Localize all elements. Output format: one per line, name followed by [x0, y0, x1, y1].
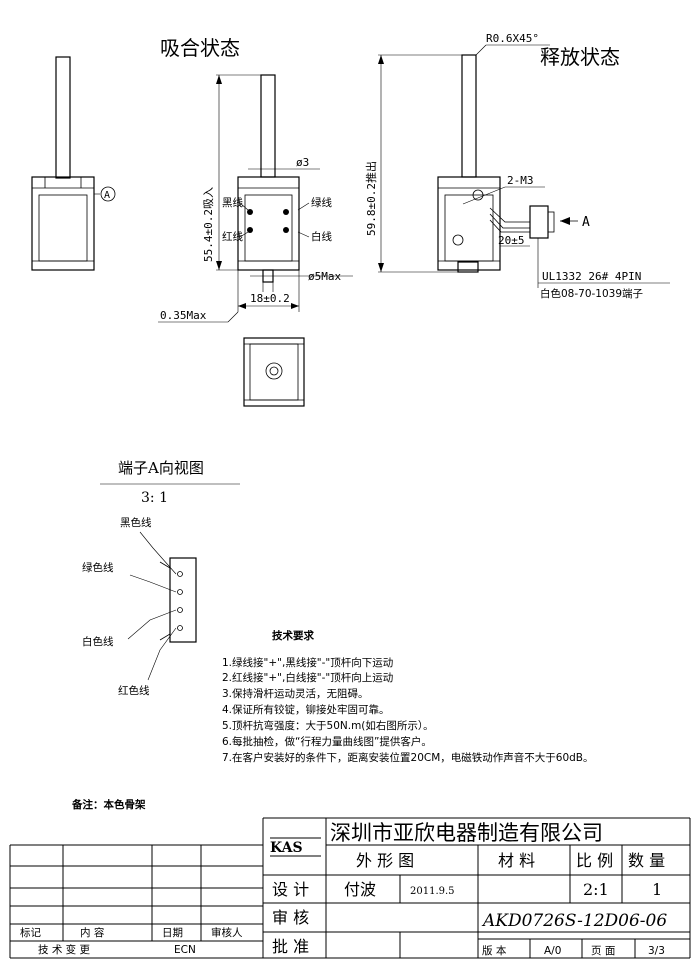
header-qty: 数 量 [628, 851, 665, 870]
header-scale: 比 例 [576, 851, 613, 870]
company-name: 深圳市亚欣电器制造有限公司 [330, 821, 603, 845]
title-block: 标记 内 容 日期 审核人 技 术 变 更 ECN KAS 深圳市亚欣电器制造有… [9, 817, 691, 959]
cable-spec: UL1332 26# 4PIN [542, 270, 641, 283]
closed-state-view: 吸合状态 黑线 红线 绿线 白线 ø3 55.4±0.2吸入 [158, 36, 353, 323]
closed-state-title: 吸合状态 [160, 36, 240, 60]
dim-screw: 2-M3 [507, 174, 534, 187]
plunger-left [55, 56, 71, 179]
dim-pin-diameter: ø3 [296, 156, 309, 169]
dim-lead-length: 20±5 [498, 234, 525, 247]
release-state-view: 释放状态 R0.6X45° 59.8±0.2推出 2-M3 A [364, 32, 670, 300]
design-date: 2011.9.5 [410, 886, 455, 897]
wire-label-green: 绿线 [311, 196, 332, 209]
requirement-3: 3.保持滑杆运动灵活，无阻碍。 [222, 687, 369, 700]
scale-value: 2:1 [583, 880, 609, 899]
connector-release [529, 205, 549, 239]
requirement-7: 7.在客户安装好的条件下，距离安装位置20CM，电磁铁动作声音不大于60dB。 [222, 751, 594, 764]
dim-width: 18±0.2 [250, 292, 290, 305]
body-left [31, 176, 95, 271]
rev-col-date: 日期 [162, 927, 183, 939]
approve-label: 批 准 [272, 937, 309, 956]
rev-footer: 技 术 变 更 [38, 943, 91, 956]
body-closed [237, 176, 300, 271]
release-state-title: 释放状态 [540, 45, 620, 69]
terminal-spec: 白色08-70-1039端子 [540, 287, 643, 300]
side-view-left: A [31, 56, 116, 271]
requirement-2: 2.红线接"+",白线接"-"顶杆向上运动 [222, 671, 393, 684]
rev-col-content: 内 容 [80, 926, 105, 939]
terminal-a-view: 端子A向视图 3: 1 黑色线 绿色线 白色线 红色线 [82, 459, 240, 697]
wire-label-white: 白线 [311, 230, 332, 243]
requirement-4: 4.保证所有铰锭，铆接处牢固可靠。 [222, 703, 390, 716]
plunger-closed [260, 74, 276, 178]
terminal-housing [169, 557, 197, 643]
quantity-value: 1 [652, 880, 662, 899]
remark: 备注：本色骨架 [71, 798, 146, 811]
requirement-1: 1.绿线接"+",黑线接"-"顶杆向下运动 [222, 656, 393, 669]
view-marker-a: A [104, 190, 110, 201]
terminal-label-red: 红色线 [118, 684, 150, 697]
part-number: AKD0726S-12D06-06 [481, 911, 667, 931]
technical-requirements: 技术要求 1.绿线接"+",黑线接"-"顶杆向下运动 2.红线接"+",白线接"… [71, 629, 594, 811]
page-label: 页 面 [591, 945, 615, 957]
terminal-label-black: 黑色线 [120, 516, 152, 529]
version-value: A/0 [544, 945, 561, 957]
rev-col-reviewer: 审核人 [211, 926, 243, 939]
view-marker-a-circle [100, 186, 116, 202]
dim-chamfer: R0.6X45° [486, 32, 539, 45]
dim-stroke-closed: 55.4±0.2吸入 [202, 187, 215, 262]
terminal-label-green: 绿色线 [82, 561, 114, 574]
top-view-body [243, 337, 305, 407]
terminal-view-scale: 3: 1 [141, 490, 168, 506]
wire-label-black: 黑线 [222, 196, 243, 209]
dim-gap: 0.35Max [160, 309, 207, 322]
terminal-view-title: 端子A向视图 [118, 459, 204, 477]
dim-body-diameter: ø5Max [308, 270, 341, 283]
requirement-6: 6.每批抽检，做“行程力量曲线图”提供客户。 [222, 735, 432, 748]
body-release [437, 176, 501, 271]
version-label: 版 本 [482, 944, 507, 957]
requirement-5: 5.顶杆抗弯强度：大于50N.m(如右图所示）。 [222, 719, 434, 732]
page-value: 3/3 [648, 945, 665, 957]
review-label: 审 核 [272, 908, 309, 927]
wire-label-red: 红线 [222, 230, 243, 243]
design-label: 设 计 [272, 880, 309, 899]
header-material: 材 料 [498, 851, 535, 870]
company-logo: KAS [270, 840, 303, 856]
top-view [243, 337, 305, 407]
dim-stroke-release: 59.8±0.2推出 [364, 161, 378, 236]
plunger-release [461, 54, 477, 178]
designer-name: 付波 [344, 880, 376, 899]
rev-ecn: ECN [174, 944, 196, 956]
view-arrow-a: A [582, 215, 590, 230]
terminal-label-white: 白色线 [82, 635, 114, 648]
rev-col-mark: 标记 [20, 927, 41, 939]
requirements-heading: 技术要求 [272, 629, 314, 642]
header-shape: 外 形 图 [356, 851, 414, 870]
